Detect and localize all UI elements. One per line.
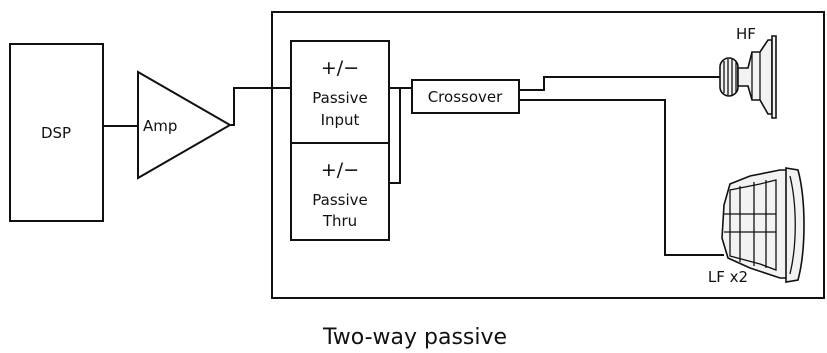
passive-input-sign: +/− xyxy=(321,57,359,79)
passive-input-line1: Passive xyxy=(312,89,367,107)
wire-crossover-lf xyxy=(519,99,724,256)
lf-driver-icon xyxy=(721,167,805,283)
crossover-label: Crossover xyxy=(428,88,503,106)
passive-input-box xyxy=(290,40,390,144)
hf-driver-icon xyxy=(719,35,777,119)
amp-triangle xyxy=(137,70,233,180)
passive-thru-line2: Thru xyxy=(322,212,357,230)
amp-label: Amp xyxy=(143,117,177,135)
crossover-box xyxy=(411,79,520,114)
diagram-caption: Two-way passive xyxy=(322,325,507,350)
wire-crossover-hf xyxy=(519,76,720,91)
passive-input-line2: Input xyxy=(321,111,360,129)
dsp-label: DSP xyxy=(41,124,71,142)
wire-thru-link xyxy=(389,88,401,184)
passive-thru-line1: Passive xyxy=(312,191,367,209)
hf-label: HF xyxy=(736,25,756,43)
passive-thru-sign: +/− xyxy=(321,159,359,181)
wire-amp-input xyxy=(230,87,291,126)
lf-label: LF x2 xyxy=(708,268,748,286)
passive-thru-box xyxy=(290,142,390,241)
dsp-box xyxy=(9,43,104,222)
